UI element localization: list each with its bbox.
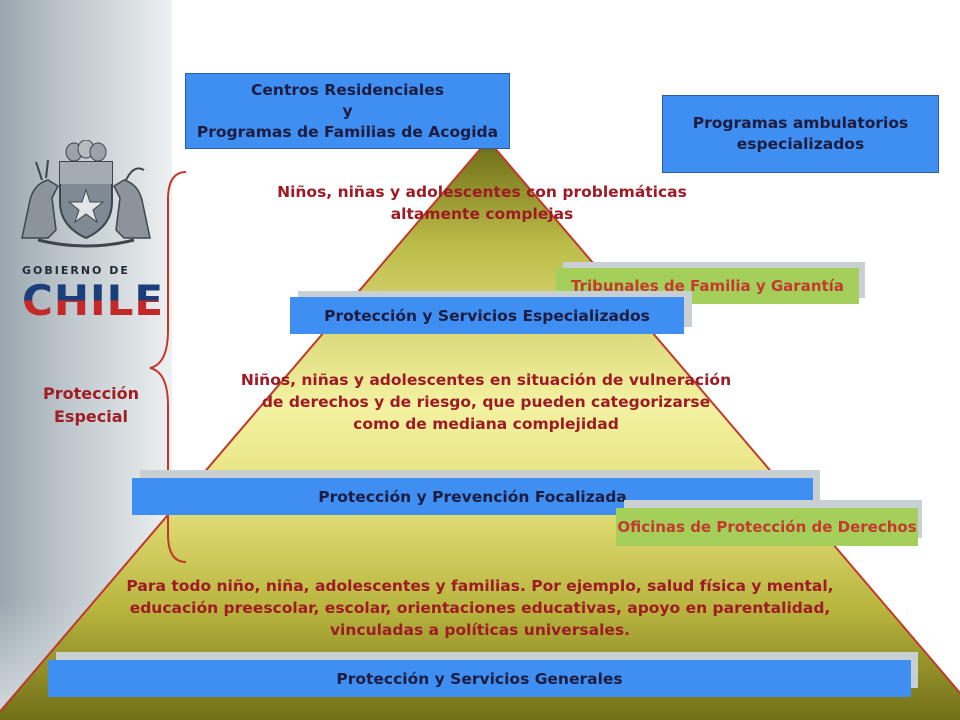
special-protection-line2: Especial [53,407,128,426]
general-services-band: Protección y Servicios Generales [48,660,911,697]
tier-bottom-line2: educación preescolar, escolar, orientaci… [129,599,831,617]
special-protection-line1: Protección [43,384,139,403]
tier-top-description: Niños, niñas y adolescentes con problemá… [232,181,732,225]
ambulatory-programs-line1: Programas ambulatorios [692,114,909,132]
logo-text-gobierno: GOBIERNO DE [22,264,130,277]
residential-centers-line1: Centros Residenciales [251,80,444,99]
special-protection-label: Protección Especial [28,382,154,428]
residential-centers-box: Centros Residenciales y Programas de Fam… [185,73,510,149]
tier-bottom-description: Para todo niño, niña, adolescentes y fam… [60,575,900,641]
tier-bottom-line1: Para todo niño, niña, adolescentes y fam… [126,577,834,595]
coat-of-arms-icon [21,140,151,248]
logo-text-chile: CHILE [22,276,165,325]
tier-middle-line3: como de mediana complejidad [353,415,619,433]
residential-centers-line2: y [342,101,353,120]
tier-top-line1: Niños, niñas y adolescentes con problemá… [277,183,687,201]
residential-centers-line3: Programas de Familias de Acogida [196,122,499,141]
tier-bottom-line3: vinculadas a políticas universales. [329,621,631,639]
ambulatory-programs-line2: especializados [736,135,865,153]
opd-label: Oficinas de Protección de Derechos [616,508,918,546]
protection-brace [149,171,187,563]
pyramid-triangle [0,138,960,720]
ambulatory-programs-box: Programas ambulatorios especializados [662,95,939,173]
tier-middle-line1: Niños, niñas y adolescentes en situación… [240,371,732,389]
tier-top-line2: altamente complejas [390,205,574,223]
specialized-services-band: Protección y Servicios Especializados [290,297,684,334]
tier-middle-description: Niños, niñas y adolescentes en situación… [196,369,776,435]
tier-middle-line2: de derechos y de riesgo, que pueden cate… [261,393,711,411]
